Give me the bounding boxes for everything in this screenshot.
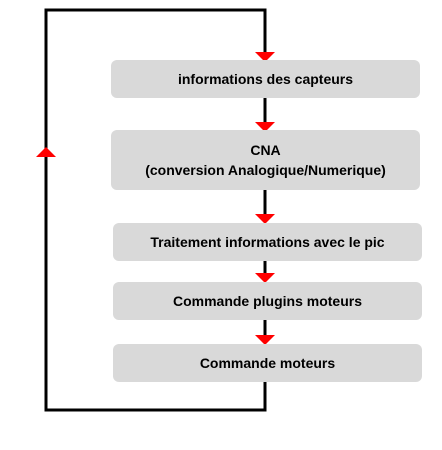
step-subtitle: (conversion Analogique/Numerique) (145, 162, 386, 178)
arrow-down-to-cna (255, 122, 275, 132)
arrow-down-to-moteurs (255, 335, 275, 345)
step-cna: CNA (conversion Analogique/Numerique) (111, 130, 420, 190)
step-informations-capteurs: informations des capteurs (111, 60, 420, 98)
feedback-loop-line (44, 8, 267, 412)
step-commande-moteurs: Commande moteurs (113, 344, 422, 382)
step-label: Commande plugins moteurs (172, 293, 363, 309)
arrow-down-to-traitement (255, 214, 275, 224)
step-title: CNA (250, 142, 281, 158)
step-commande-plugins: Commande plugins moteurs (113, 282, 422, 320)
step-label: Traitement informations avec le pic (150, 234, 385, 250)
step-label: Commande moteurs (199, 355, 336, 371)
step-traitement-pic: Traitement informations avec le pic (113, 223, 422, 261)
arrow-down-to-capteurs (255, 52, 275, 62)
arrow-up-feedback (36, 147, 56, 157)
arrow-down-to-plugins (255, 273, 275, 283)
step-label: informations des capteurs (177, 71, 354, 87)
